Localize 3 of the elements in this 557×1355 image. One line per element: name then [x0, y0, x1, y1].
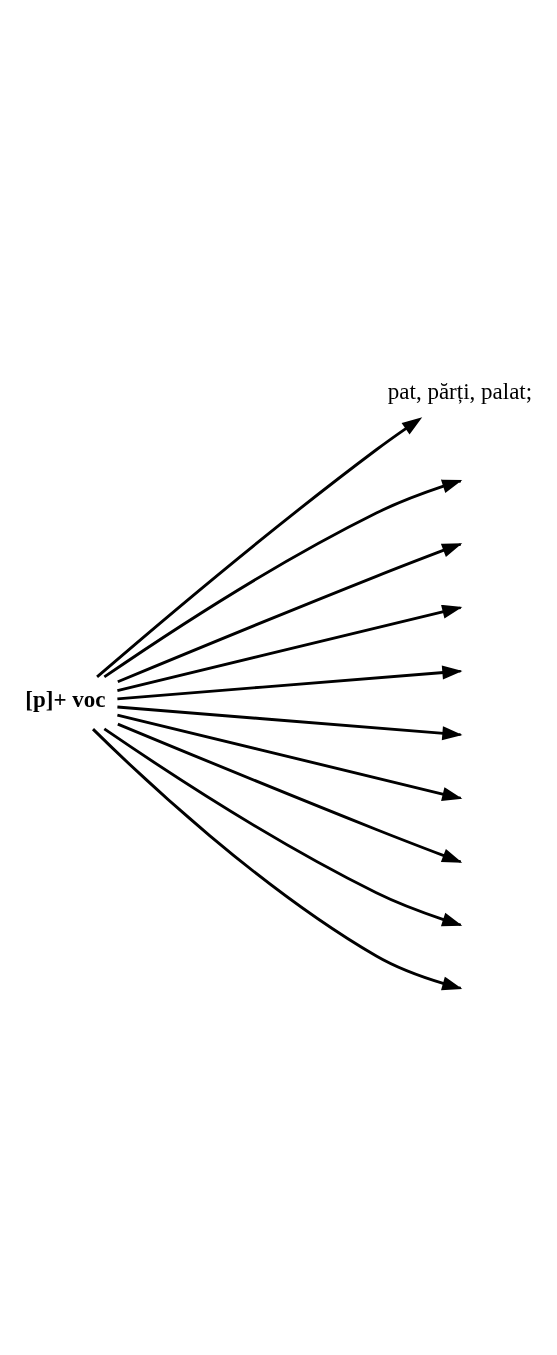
node-text: [p]+ voc: [25, 685, 106, 712]
arrow: [96, 416, 423, 678]
node-text: pat, părți, palat;: [387, 377, 533, 404]
